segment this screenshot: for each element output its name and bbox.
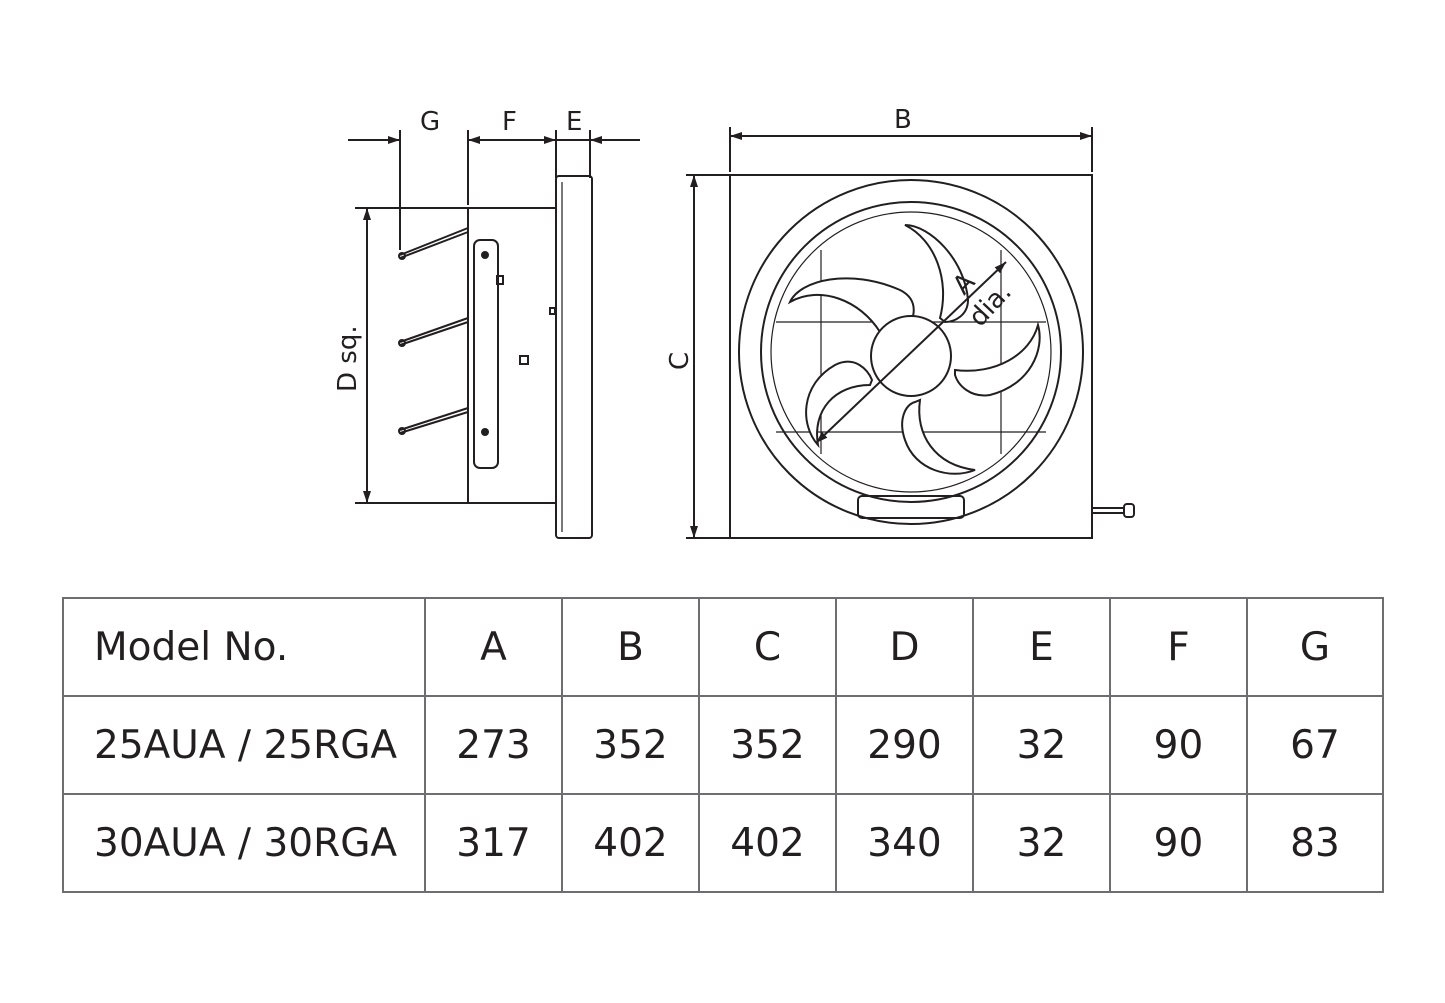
side-view bbox=[348, 130, 640, 539]
fan-housing bbox=[467, 207, 557, 504]
cell-a: 273 bbox=[424, 695, 563, 795]
shutter-louver bbox=[399, 407, 469, 434]
power-cord bbox=[1092, 507, 1125, 514]
header-model-no: Model No. bbox=[62, 597, 426, 697]
cell-f: 90 bbox=[1109, 793, 1248, 893]
fan-dimension-drawing: G F E D sq. bbox=[333, 105, 1135, 539]
fan-blade bbox=[901, 398, 976, 475]
fan-hub bbox=[870, 315, 952, 397]
header-d: D bbox=[835, 597, 974, 697]
outer-ring bbox=[738, 179, 1084, 525]
shutter-louver bbox=[399, 317, 469, 346]
header-c: C bbox=[698, 597, 837, 697]
cell-g: 67 bbox=[1246, 695, 1384, 795]
label-G: G bbox=[420, 107, 440, 137]
header-g: G bbox=[1246, 597, 1384, 697]
cell-g: 83 bbox=[1246, 793, 1384, 893]
table-row: 25AUA / 25RGA 273 352 352 290 32 90 67 bbox=[62, 695, 1384, 795]
cell-d: 290 bbox=[835, 695, 974, 795]
cell-c: 352 bbox=[698, 695, 837, 795]
motor-box bbox=[473, 239, 499, 469]
cell-c: 402 bbox=[698, 793, 837, 893]
cell-e: 32 bbox=[972, 695, 1111, 795]
label-F: F bbox=[502, 107, 517, 137]
cell-b: 402 bbox=[561, 793, 700, 893]
label-E: E bbox=[566, 107, 582, 137]
cell-e: 32 bbox=[972, 793, 1111, 893]
front-view bbox=[686, 127, 1135, 539]
header-e: E bbox=[972, 597, 1111, 697]
cell-a: 317 bbox=[424, 793, 563, 893]
cell-model: 30AUA / 30RGA bbox=[62, 793, 426, 893]
label-C: C bbox=[665, 352, 695, 370]
dimension-table: Model No. A B C D E F G 25AUA / 25RGA 27… bbox=[62, 597, 1384, 893]
cell-model: 25AUA / 25RGA bbox=[62, 695, 426, 795]
cell-d: 340 bbox=[835, 793, 974, 893]
front-frame bbox=[555, 175, 593, 539]
cell-b: 352 bbox=[561, 695, 700, 795]
fan-blade bbox=[954, 321, 1041, 397]
dim-A-line bbox=[815, 261, 1007, 444]
table-row: 30AUA / 30RGA 317 402 402 340 32 90 83 bbox=[62, 793, 1384, 893]
cell-f: 90 bbox=[1109, 695, 1248, 795]
header-b: B bbox=[561, 597, 700, 697]
shutter-louver bbox=[399, 227, 469, 259]
header-a: A bbox=[424, 597, 563, 697]
label-D-sq: D sq. bbox=[333, 325, 363, 392]
header-f: F bbox=[1109, 597, 1248, 697]
table-header-row: Model No. A B C D E F G bbox=[62, 597, 1384, 697]
front-panel bbox=[729, 174, 1093, 539]
label-B: B bbox=[894, 105, 912, 135]
